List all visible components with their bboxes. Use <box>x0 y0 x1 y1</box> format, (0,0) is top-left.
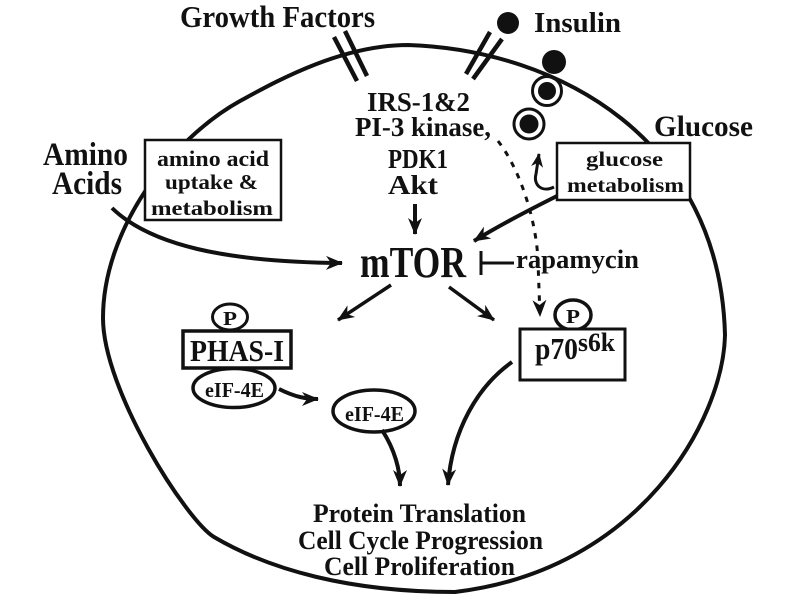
svg-text:Insulin: Insulin <box>534 8 621 39</box>
svg-text:Cell Cycle Progression: Cell Cycle Progression <box>298 526 544 555</box>
svg-text:p70: p70 <box>535 331 578 366</box>
svg-text:Protein Translation: Protein Translation <box>313 499 527 528</box>
svg-text:rapamycin: rapamycin <box>516 245 640 274</box>
svg-text:s6k: s6k <box>578 328 616 357</box>
svg-text:eIF-4E: eIF-4E <box>205 378 264 402</box>
svg-text:metabolism: metabolism <box>151 196 274 220</box>
svg-text:IRS-1&2: IRS-1&2 <box>367 87 470 117</box>
svg-text:P: P <box>223 308 237 330</box>
svg-text:mTOR: mTOR <box>360 238 467 287</box>
svg-text:glucose: glucose <box>586 147 663 171</box>
svg-text:Growth Factors: Growth Factors <box>180 0 375 34</box>
svg-text:Akt: Akt <box>388 170 438 200</box>
svg-text:metabolism: metabolism <box>567 175 684 197</box>
svg-text:amino acid: amino acid <box>157 146 269 171</box>
svg-text:eIF-4E: eIF-4E <box>345 402 404 426</box>
svg-text:PI-3 kinase,: PI-3 kinase, <box>355 112 491 142</box>
svg-text:Glucose: Glucose <box>654 110 753 143</box>
svg-text:Acids: Acids <box>52 166 122 202</box>
svg-text:Cell Proliferation: Cell Proliferation <box>324 552 516 581</box>
svg-text:PDK1: PDK1 <box>388 144 448 174</box>
svg-text:PHAS-I: PHAS-I <box>190 333 284 368</box>
svg-text:uptake &: uptake & <box>165 170 258 194</box>
svg-text:Amino: Amino <box>43 137 128 173</box>
svg-text:P: P <box>566 306 580 328</box>
